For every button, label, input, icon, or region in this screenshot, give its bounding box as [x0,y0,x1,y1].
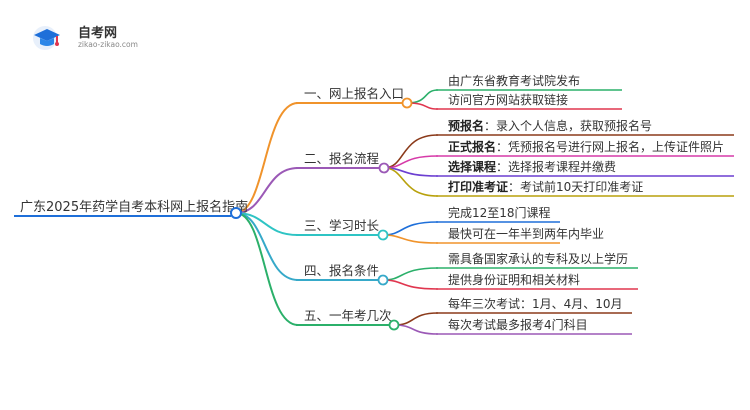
branch-connector-1 [235,102,299,214]
branch-connector-4 [235,212,299,281]
branch-connector-2 [235,167,299,214]
child-connector-5-2 [393,324,439,335]
child-label-3-2[interactable]: 最快可在一年半到两年内毕业 [448,227,604,241]
site-logo[interactable]: 自考网 zikao-zikao.com [30,20,150,56]
branch-label-2[interactable]: 二、报名流程 [304,151,380,166]
child-label-5-2[interactable]: 每次考试最多报考4门科目 [448,317,588,332]
child-connector-2-1 [383,134,439,169]
child-label-5-1[interactable]: 每年三次考试：1月、4月、10月 [448,296,623,311]
root-node[interactable] [230,207,242,219]
child-keyword: 预报名 [448,118,484,133]
child-label-3-1[interactable]: 完成12至18门课程 [448,205,551,220]
child-label-2-2[interactable]: 正式报名：凭预报名号进行网上报名，上传证件照片 [448,139,724,154]
logo-url: zikao-zikao.com [78,40,138,49]
child-connector-3-1 [382,221,439,236]
branch-connector-5 [235,212,299,326]
child-label-2-3[interactable]: 选择课程：选择报考课程并缴费 [448,159,616,174]
branch-label-5[interactable]: 五、一年考几次 [304,308,392,323]
branch-label-1[interactable]: 一、网上报名入口 [304,86,404,101]
child-connector-5-1 [393,312,439,326]
child-keyword: 打印准考证 [448,179,508,194]
branch-node-4[interactable] [377,274,389,286]
child-connector-4-2 [382,279,439,290]
child-label-1-2[interactable]: 访问官方网站获取链接 [448,92,568,107]
child-connector-2-4 [383,167,439,197]
branch-node-1[interactable] [401,97,413,109]
child-connector-4-1 [382,267,439,281]
branch-node-3[interactable] [377,229,389,241]
child-description: ：选择报考课程并缴费 [496,159,616,174]
branch-node-2[interactable] [378,162,390,174]
branch-connector-3 [235,212,299,236]
child-label-4-1[interactable]: 需具备国家承认的专科及以上学历 [448,251,628,266]
child-label-2-1[interactable]: 预报名：录入个人信息，获取预报名号 [448,118,652,133]
child-keyword: 选择课程 [448,159,496,174]
child-label-1-1[interactable]: 由广东省教育考试院发布 [448,73,580,88]
logo-name: 自考网 [78,26,118,41]
child-label-2-4[interactable]: 打印准考证：考试前10天打印准考证 [448,179,643,194]
child-label-4-2[interactable]: 提供身份证明和相关材料 [448,272,580,287]
child-connector-3-2 [382,234,439,244]
branch-label-3[interactable]: 三、学习时长 [304,218,380,233]
child-description: ：录入个人信息，获取预报名号 [484,118,652,133]
branch-node-5[interactable] [388,319,400,331]
child-keyword: 正式报名 [448,139,496,154]
branch-label-4[interactable]: 四、报名条件 [304,263,379,278]
child-description: ：凭预报名号进行网上报名，上传证件照片 [496,139,724,154]
graduation-cap-icon [33,26,60,50]
root-label[interactable]: 广东2025年药学自考本科网上报名指南 [20,199,248,215]
child-description: ：考试前10天打印准考证 [508,179,643,194]
